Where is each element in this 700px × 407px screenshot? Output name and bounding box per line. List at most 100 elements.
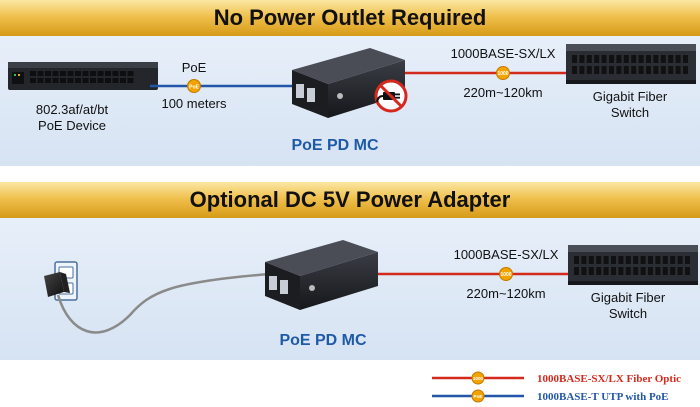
switch-port (640, 267, 646, 275)
no-power-plug-icon (374, 79, 408, 113)
switch-port (112, 71, 119, 76)
section1-fiber-distance: 220m~120km (463, 85, 542, 100)
switch-port (611, 267, 616, 275)
section2-switch-label-line1: Gigabit Fiber (591, 290, 666, 305)
switch-port (625, 256, 631, 264)
section2-mc-title: PoE PD MC (279, 332, 367, 349)
switch-port (97, 78, 104, 83)
switch-port (646, 66, 651, 74)
switch-port (90, 71, 96, 76)
switch-port (648, 267, 653, 275)
switch-port (653, 66, 659, 74)
section2-switch-label-line2: Switch (609, 306, 647, 321)
switch-port (675, 66, 681, 74)
switch-port (127, 71, 134, 76)
section1-fiber-badge-text: 1000 (497, 71, 508, 77)
switch-port (655, 256, 661, 264)
switch-port (105, 71, 111, 76)
poe-link-label: PoE (182, 60, 207, 75)
legend-fiber-badge (471, 371, 485, 385)
section1-banner (0, 0, 700, 36)
switch-port (601, 66, 607, 74)
section1-gigabit-fiber-switch (566, 44, 696, 84)
switch-port (685, 256, 690, 264)
switch-port (623, 66, 629, 74)
switch-port (75, 71, 81, 76)
switch-port (594, 66, 600, 74)
switch-port (662, 267, 668, 275)
switch-port (45, 78, 51, 83)
switch-port (97, 71, 104, 76)
switch-port (609, 55, 614, 63)
switch-port (52, 78, 59, 83)
switch-port (668, 55, 674, 63)
switch-port (127, 78, 134, 83)
switch-port (646, 55, 651, 63)
switch-port (677, 267, 683, 275)
switch-port (45, 71, 51, 76)
switch-port (677, 256, 683, 264)
switch-port (660, 66, 666, 74)
switch-port (75, 78, 81, 83)
switch-port (603, 267, 609, 275)
poe-badge (187, 79, 201, 93)
switch-port (616, 66, 622, 74)
switch-port (37, 71, 44, 76)
switch-port (594, 55, 600, 63)
switch-port (82, 78, 89, 83)
poe-badge-text: PoE (189, 85, 199, 91)
legend-fiber-badge-text: 1000 (473, 376, 484, 381)
switch-port (37, 78, 44, 83)
switch-port (596, 267, 602, 275)
switch-port (638, 55, 644, 63)
switch-port (638, 66, 644, 74)
power-adapter-icon (44, 272, 70, 297)
switch-port (616, 55, 622, 63)
switch-port (112, 78, 119, 83)
switch-port (655, 267, 661, 275)
switch-port (653, 55, 659, 63)
switch-port (623, 55, 629, 63)
switch-port (586, 55, 592, 63)
switch-port (625, 267, 631, 275)
switch-port (670, 256, 676, 264)
switch-port (685, 267, 690, 275)
section2-gigabit-fiber-switch (568, 245, 698, 285)
switch-port (67, 78, 74, 83)
switch-port (572, 55, 577, 63)
poe-device-label-line1: 802.3af/at/bt (36, 102, 109, 117)
section1-mc-title: PoE PD MC (291, 137, 379, 154)
switch-port (120, 78, 126, 83)
section2-fiber-badge-text: 1000 (500, 272, 511, 278)
switch-port (609, 66, 614, 74)
switch-port (633, 267, 639, 275)
switch-port (581, 256, 587, 264)
switch-port (683, 66, 688, 74)
switch-port (662, 256, 668, 264)
switch-port (30, 71, 36, 76)
switch-port (596, 256, 602, 264)
switch-port (603, 256, 609, 264)
switch-port (574, 256, 579, 264)
switch-port (675, 55, 681, 63)
switch-port (601, 55, 607, 63)
legend-utp-badge (471, 389, 485, 403)
switch-port (52, 71, 59, 76)
switch-port (683, 55, 688, 63)
switch-port (586, 66, 592, 74)
poe-device-label-line2: PoE Device (38, 118, 106, 133)
switch-port (588, 267, 594, 275)
switch-port (648, 256, 653, 264)
section1-switch-label-line2: Switch (611, 105, 649, 120)
switch-port (120, 71, 126, 76)
section1-banner-title: No Power Outlet Required (214, 5, 487, 30)
poe-pd-mc-device (292, 48, 405, 118)
switch-port (618, 267, 624, 275)
switch-port (579, 66, 585, 74)
section2-fiber-distance: 220m~120km (466, 286, 545, 301)
legend-utp-badge-text: PoE (474, 394, 483, 399)
switch-port (572, 66, 577, 74)
switch-port (60, 71, 66, 76)
switch-port (105, 78, 111, 83)
